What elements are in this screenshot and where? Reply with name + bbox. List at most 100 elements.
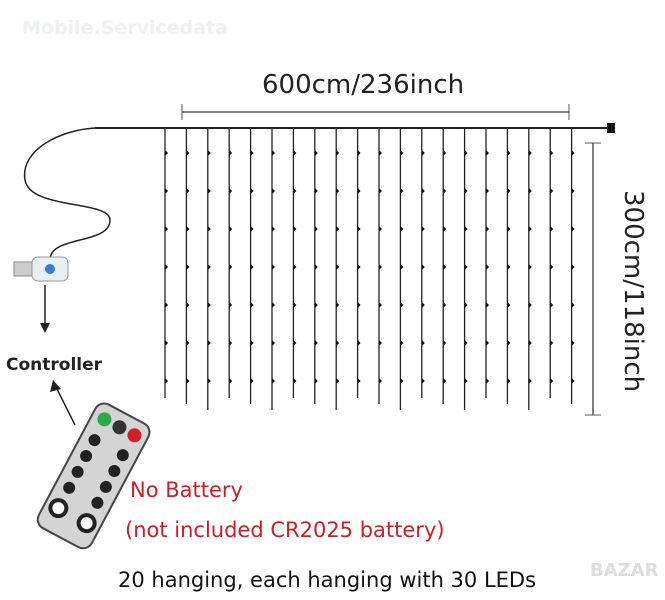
height-label: 300cm/118inch: [618, 190, 648, 393]
led-bulb: [571, 302, 575, 308]
led-bulb: [165, 188, 168, 194]
on-button: [97, 412, 112, 427]
led-bulb: [571, 226, 575, 232]
led-bulb: [250, 302, 254, 308]
led-bulb: [550, 188, 554, 194]
led-bulb: [229, 188, 233, 194]
led-bulb: [486, 188, 489, 194]
led-bulb: [336, 226, 340, 232]
led-bulb: [507, 340, 511, 346]
usb-plug-icon: [13, 256, 69, 282]
led-bulb: [357, 264, 361, 270]
led-bulb: [229, 150, 233, 156]
led-bulb: [443, 264, 447, 270]
led-bulb: [336, 150, 340, 156]
led-bulb: [550, 378, 554, 384]
led-bulb: [186, 188, 190, 194]
led-bulb: [550, 302, 554, 308]
led-bulb: [486, 302, 489, 308]
led-bulb: [550, 340, 554, 346]
led-bulb: [379, 378, 382, 384]
led-bulb: [507, 378, 511, 384]
led-bulb: [165, 226, 168, 232]
led-bulb: [207, 150, 211, 156]
led-strands: [164, 128, 575, 410]
led-bulb: [293, 150, 297, 156]
led-bulb: [464, 378, 468, 384]
led-bulb: [229, 264, 233, 270]
led-bulb: [464, 188, 468, 194]
power-cable: [23, 127, 111, 261]
led-bulb: [250, 378, 254, 384]
led-bulb: [272, 188, 275, 194]
led-bulb: [250, 340, 254, 346]
led-bulb: [443, 378, 447, 384]
led-bulb: [421, 226, 425, 232]
led-bulb: [357, 226, 361, 232]
led-bulb: [464, 340, 468, 346]
led-bulb: [272, 378, 275, 384]
battery-note: (not included CR2025 battery): [125, 518, 445, 542]
led-bulb: [272, 340, 275, 346]
led-bulb: [186, 302, 190, 308]
led-bulb: [293, 226, 297, 232]
led-bulb: [314, 302, 318, 308]
led-bulb: [250, 150, 254, 156]
led-bulb: [250, 226, 254, 232]
led-bulb: [186, 150, 190, 156]
led-bulb: [379, 150, 382, 156]
led-bulb: [207, 378, 211, 384]
led-bulb: [293, 188, 297, 194]
led-bulb: [400, 378, 404, 384]
led-bulb: [421, 188, 425, 194]
led-bulb: [464, 264, 468, 270]
led-bulb: [571, 188, 575, 194]
led-bulb: [507, 188, 511, 194]
led-bulb: [207, 302, 211, 308]
led-bulb: [357, 150, 361, 156]
led-bulb: [400, 150, 404, 156]
led-bulb: [486, 264, 489, 270]
led-bulb: [464, 150, 468, 156]
off-button: [127, 428, 142, 443]
led-bulb: [550, 150, 554, 156]
led-bulb: [400, 188, 404, 194]
led-bulb: [314, 340, 318, 346]
led-bulb: [314, 378, 318, 384]
led-bulb: [272, 150, 275, 156]
controller-label: Controller: [6, 355, 103, 375]
led-bulb: [357, 340, 361, 346]
led-bulb: [293, 378, 297, 384]
led-bulb: [272, 264, 275, 270]
led-bulb: [336, 302, 340, 308]
led-bulb: [186, 264, 190, 270]
led-bulb: [229, 340, 233, 346]
caption: 20 hanging, each hanging with 30 LEDs: [118, 568, 537, 592]
led-bulb: [421, 378, 425, 384]
led-bulb: [400, 226, 404, 232]
led-bulb: [272, 302, 275, 308]
led-bulb: [486, 150, 489, 156]
led-bulb: [571, 150, 575, 156]
led-bulb: [186, 378, 190, 384]
led-bulb: [571, 378, 575, 384]
bazar-watermark: BAZAR: [590, 560, 659, 581]
led-bulb: [443, 302, 447, 308]
led-bulb: [528, 302, 532, 308]
led-bulb: [486, 378, 489, 384]
led-bulb: [507, 302, 511, 308]
led-bulb: [207, 226, 211, 232]
led-bulb: [550, 264, 554, 270]
led-bulb: [550, 226, 554, 232]
led-bulb: [464, 302, 468, 308]
led-bulb: [379, 340, 382, 346]
led-bulb: [421, 150, 425, 156]
led-bulb: [207, 188, 211, 194]
led-bulb: [314, 188, 318, 194]
led-bulb: [336, 378, 340, 384]
led-bulb: [400, 302, 404, 308]
led-bulb: [314, 226, 318, 232]
led-bulb: [571, 340, 575, 346]
led-bulb: [186, 226, 190, 232]
